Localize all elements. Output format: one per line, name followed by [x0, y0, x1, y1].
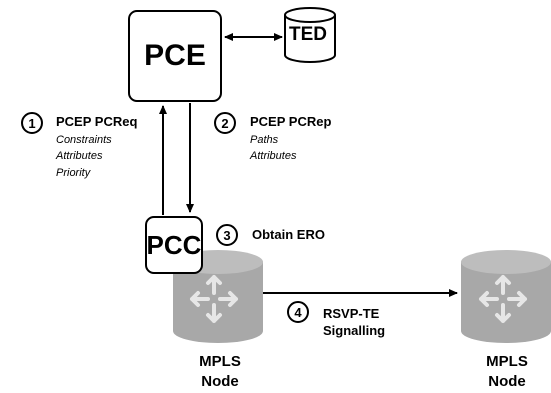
left-node-label-line2: Node: [201, 373, 239, 390]
right-mpls-router-icon: [461, 250, 551, 343]
left-node-label-line1: MPLS: [199, 353, 241, 370]
step1-title: PCEP PCReq: [56, 114, 138, 129]
right-node-label: MPLS Node: [477, 352, 537, 392]
left-node-label: MPLS Node: [190, 352, 250, 392]
step4-title-line2: Signalling: [323, 323, 386, 338]
pcc-box: PCC: [145, 216, 203, 274]
step1-detail-attributes: Attributes: [56, 150, 103, 162]
right-node-label-line2: Node: [488, 373, 526, 390]
step1-detail-constraints: Constraints: [56, 134, 112, 146]
step2-title: PCEP PCRep: [250, 114, 332, 129]
step3-badge: 3: [216, 224, 238, 246]
step2-badge: 2: [214, 112, 236, 134]
step1-detail-priority: Priority: [56, 167, 91, 179]
ted-database-icon: [284, 7, 336, 63]
step3-title: Obtain ERO: [252, 227, 325, 242]
step2-detail-attributes: Attributes: [250, 150, 297, 162]
pce-label: PCE: [144, 39, 206, 72]
pcc-label: PCC: [146, 229, 202, 260]
step1-badge: 1: [21, 112, 43, 134]
step4-badge: 4: [287, 301, 309, 323]
right-node-label-line1: MPLS: [486, 353, 528, 370]
step4-title-line1: RSVP-TE: [323, 306, 380, 321]
step2-detail-paths: Paths: [250, 134, 279, 146]
pce-box: PCE: [128, 10, 222, 102]
ted-label: TED: [289, 24, 327, 45]
